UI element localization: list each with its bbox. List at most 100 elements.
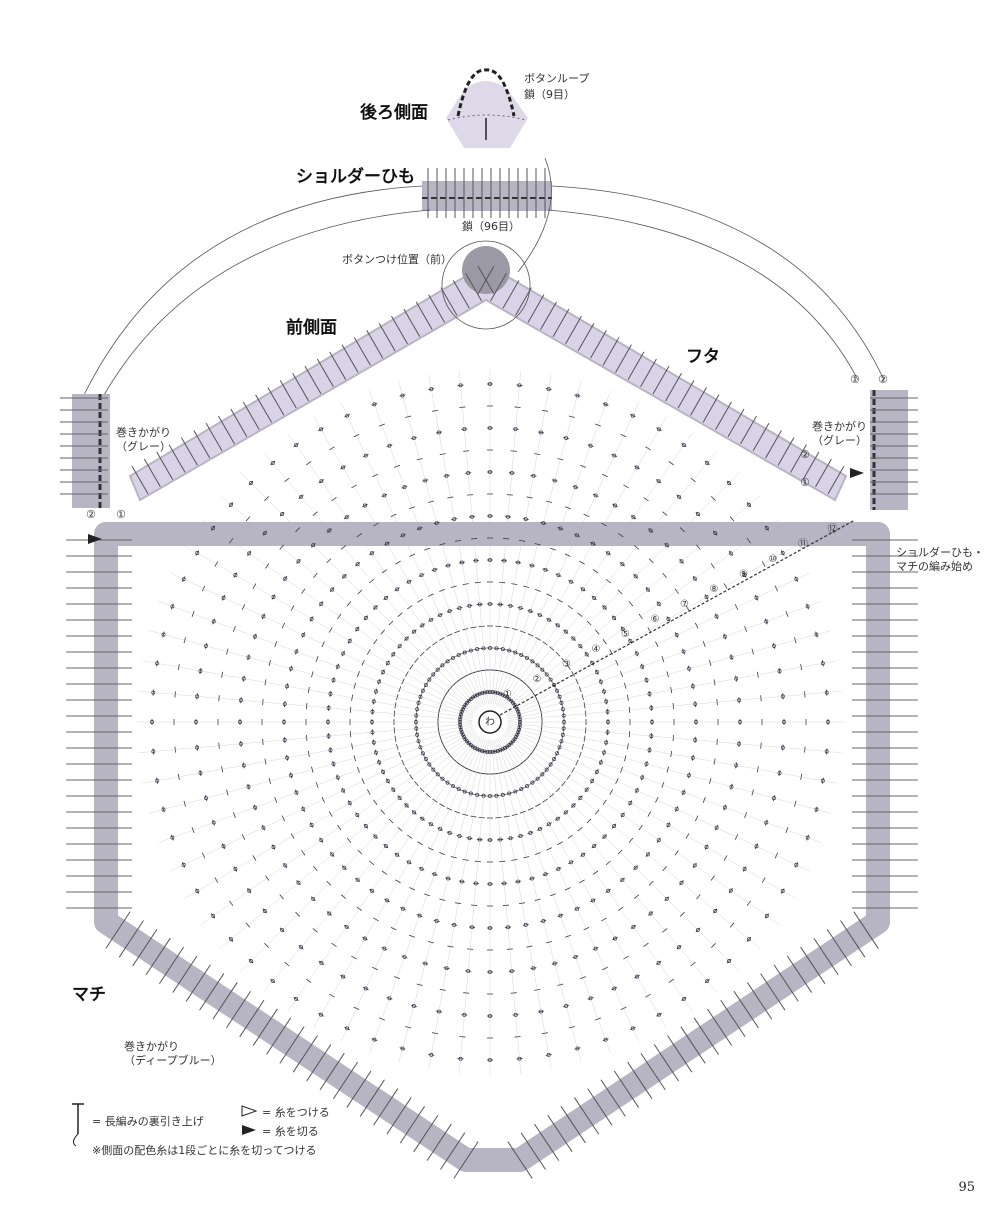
stitch-loop bbox=[640, 775, 645, 780]
flap-left-tick bbox=[341, 344, 359, 373]
flap-left-tick bbox=[279, 380, 297, 409]
stitch-loop bbox=[385, 661, 390, 665]
stitch-loop bbox=[528, 609, 533, 614]
ray-guide bbox=[504, 732, 780, 925]
flap-right-tick bbox=[540, 301, 557, 330]
flap-left-tick bbox=[403, 308, 421, 337]
stitch-loop bbox=[432, 567, 437, 572]
stitch-loop bbox=[391, 787, 396, 792]
stitch-loop bbox=[575, 533, 580, 538]
stitch-loop bbox=[221, 844, 226, 849]
center-ring-label: わ bbox=[485, 717, 495, 728]
bottom-right-tick bbox=[680, 1026, 706, 1064]
center-ring bbox=[478, 710, 502, 734]
stitch-loop bbox=[271, 595, 276, 599]
ray-guide bbox=[287, 736, 480, 1012]
bottom-left-tick bbox=[413, 1114, 439, 1153]
stitch-loop bbox=[444, 966, 449, 971]
stitch-loop bbox=[613, 936, 617, 941]
ray-guide bbox=[502, 734, 740, 972]
row-number: ⑥ bbox=[650, 614, 660, 625]
flap-right-tick bbox=[577, 323, 595, 352]
stitch-loop bbox=[419, 573, 424, 578]
stitch-loop bbox=[423, 757, 428, 761]
ray-guide bbox=[507, 660, 838, 720]
ray-guide bbox=[369, 390, 484, 706]
stitch-loop bbox=[452, 517, 457, 522]
stitch-loop bbox=[423, 683, 428, 687]
stitch-loop bbox=[457, 834, 462, 838]
stitch-loop bbox=[355, 627, 360, 632]
stitch-loop bbox=[446, 876, 451, 881]
bottom-left-tick bbox=[359, 1079, 385, 1117]
stitch-loop bbox=[556, 866, 561, 871]
flap-right-tick bbox=[777, 437, 795, 466]
stitch-loop bbox=[516, 879, 521, 884]
stitch-loop bbox=[666, 823, 671, 827]
stitch-loop bbox=[330, 587, 335, 592]
stitch-loop bbox=[591, 898, 595, 903]
stitch-loop bbox=[363, 936, 367, 941]
ray-guide bbox=[494, 739, 582, 1063]
stitch-loop bbox=[400, 1046, 405, 1051]
stitch-loop bbox=[640, 664, 645, 669]
legend-note: ※側面の配色糸は1段ごとに糸を切ってつける bbox=[92, 1144, 317, 1157]
row-number: ⑫ bbox=[827, 524, 838, 535]
ray-guide bbox=[496, 738, 611, 1054]
flap-right-tick bbox=[477, 265, 495, 295]
stitch-loop bbox=[657, 1012, 661, 1017]
ray-guide bbox=[170, 729, 474, 872]
whipstitch-gray-left-color: （グレー） bbox=[116, 440, 171, 453]
flap-right-tick bbox=[627, 351, 645, 380]
bottom-right-tick bbox=[800, 946, 826, 984]
row-number: ⑪ bbox=[798, 539, 808, 550]
bottom-right-tick bbox=[720, 999, 746, 1038]
shoulder-strap-chart bbox=[422, 168, 552, 218]
stitch-loop bbox=[261, 825, 266, 830]
bottom-right-tick bbox=[627, 1061, 653, 1099]
stitch-loop bbox=[679, 880, 684, 885]
stitch-loop bbox=[656, 601, 661, 606]
stitch-loop bbox=[820, 778, 825, 783]
stitch-loop bbox=[383, 844, 388, 849]
stitch-loop bbox=[319, 601, 324, 606]
flap-right-tick bbox=[802, 451, 820, 480]
stitch-loop bbox=[387, 996, 392, 1001]
ray-guide bbox=[200, 519, 476, 712]
stitch-loop bbox=[820, 661, 825, 666]
stitch-loop bbox=[181, 862, 186, 867]
stitch-loop bbox=[564, 1004, 569, 1008]
stitch-loop bbox=[429, 1052, 434, 1057]
stitch-loop bbox=[523, 517, 528, 522]
stitch-loop bbox=[431, 672, 436, 677]
stitch-loop bbox=[742, 573, 747, 577]
button-loop-count: 鎖（9目） bbox=[524, 88, 575, 101]
stitch-loop bbox=[446, 563, 451, 568]
bottom-right-tick bbox=[693, 1017, 719, 1055]
stitch-loop bbox=[420, 751, 425, 756]
legend-back-post: = 長編みの裏引き上げ bbox=[92, 1115, 204, 1128]
stitch-loop bbox=[211, 619, 216, 624]
ray-guide bbox=[507, 724, 838, 784]
bottom-left-tick bbox=[279, 1026, 305, 1064]
bottom-right-tick bbox=[600, 1079, 626, 1117]
ray-guide bbox=[459, 370, 489, 705]
bottom-right-tick bbox=[560, 1106, 586, 1144]
ray-guide bbox=[506, 572, 810, 715]
stitch-loop bbox=[417, 913, 422, 918]
flap-left-tick bbox=[440, 287, 458, 316]
bottom-right-tick bbox=[587, 1088, 613, 1126]
strap-stub-right bbox=[870, 390, 908, 510]
stitch-loop bbox=[677, 494, 681, 499]
stitch-loop bbox=[645, 852, 650, 857]
legend-attach: = 糸をつける bbox=[262, 1106, 330, 1119]
stitch-loop bbox=[728, 888, 733, 893]
button-marker bbox=[462, 246, 510, 294]
stitch-loop bbox=[395, 852, 400, 857]
stitch-loop bbox=[535, 776, 540, 781]
stitch-loop bbox=[319, 1012, 323, 1017]
stitch-loop bbox=[525, 655, 529, 660]
stitch-loop bbox=[459, 709, 464, 714]
stitch-loop bbox=[681, 443, 686, 448]
